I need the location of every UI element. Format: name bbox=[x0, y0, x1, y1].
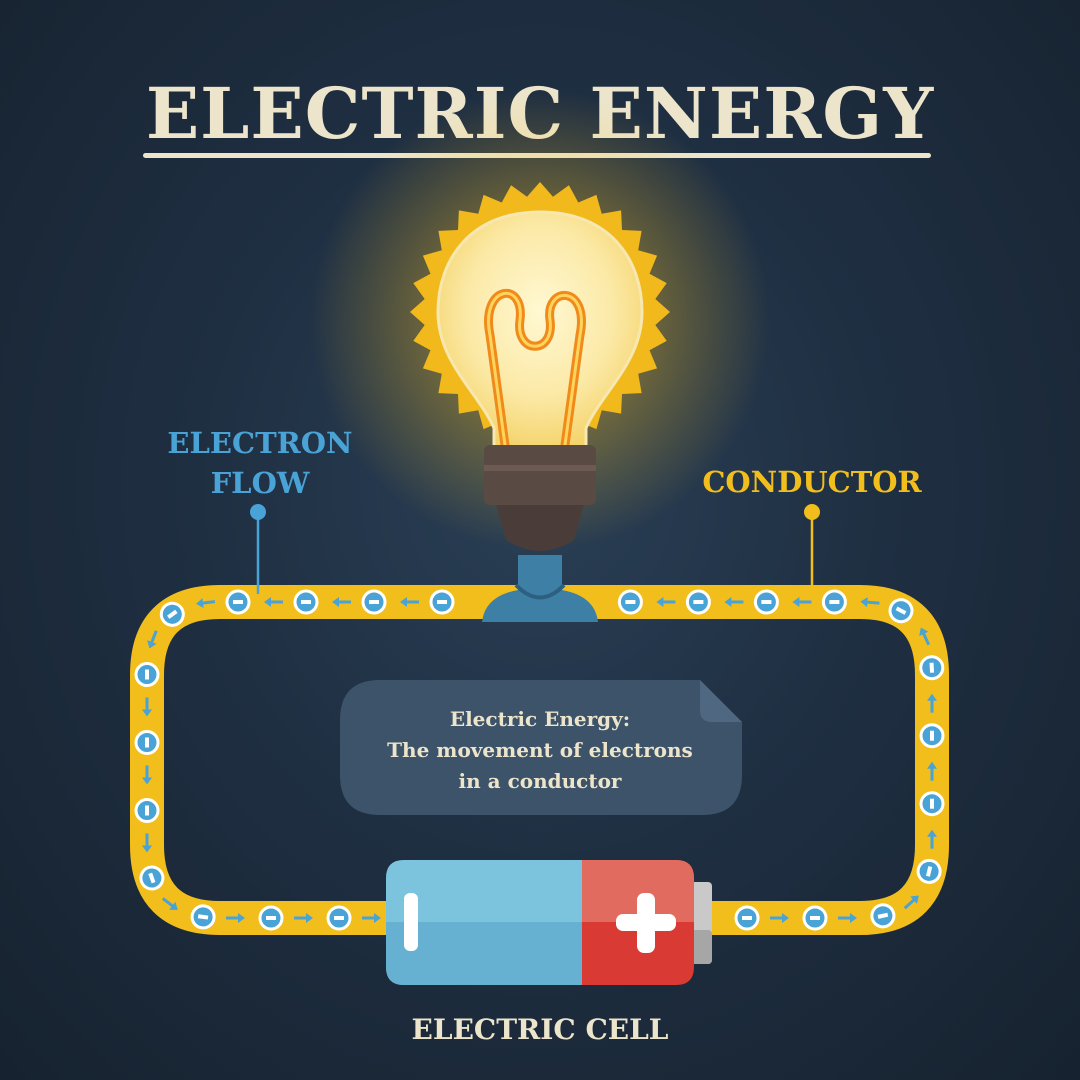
electron-minus-icon bbox=[802, 905, 828, 931]
electron-minus-icon bbox=[429, 589, 455, 615]
note-line-2: The movement of electrons bbox=[387, 738, 693, 762]
flow-arrow-icon bbox=[927, 693, 937, 713]
light-bulb-icon bbox=[410, 182, 670, 622]
flow-arrow-icon bbox=[142, 765, 152, 785]
electron-minus-icon bbox=[139, 865, 165, 891]
conductor-label: CONDUCTOR bbox=[702, 465, 922, 499]
flow-arrow-icon bbox=[264, 597, 283, 607]
note-line-1: Electric Energy: bbox=[449, 707, 631, 731]
electron-minus-icon bbox=[888, 598, 914, 624]
electron-minus-icon bbox=[919, 655, 945, 681]
electron-flow-label-line2: FLOW bbox=[210, 466, 310, 500]
electron-flow-group bbox=[134, 589, 945, 931]
flow-arrow-icon bbox=[770, 913, 789, 923]
flow-arrow-icon bbox=[724, 597, 744, 607]
electron-minus-icon bbox=[293, 589, 319, 615]
note-card bbox=[340, 680, 742, 815]
flow-arrow-icon bbox=[142, 697, 152, 717]
electron-flow-label-line1: ELECTRON bbox=[167, 426, 353, 460]
note-line-3: in a conductor bbox=[458, 769, 622, 793]
flow-arrow-icon bbox=[860, 597, 880, 608]
battery-minus-sign bbox=[404, 893, 418, 951]
flow-arrow-icon bbox=[919, 627, 931, 646]
conductor-pointer bbox=[804, 504, 820, 594]
electron-minus-icon bbox=[134, 662, 160, 687]
electron-minus-icon bbox=[190, 904, 216, 930]
flow-arrow-icon bbox=[400, 597, 419, 607]
flow-arrow-icon bbox=[147, 630, 158, 649]
flow-arrow-icon bbox=[332, 597, 351, 607]
flow-arrow-icon bbox=[362, 913, 381, 923]
flow-arrow-icon bbox=[226, 913, 245, 923]
electron-minus-icon bbox=[134, 798, 160, 823]
flow-arrow-icon bbox=[838, 913, 857, 923]
electron-minus-icon bbox=[685, 589, 711, 615]
electron-minus-icon bbox=[225, 589, 251, 615]
electric-cell-label: ELECTRIC CELL bbox=[411, 1013, 669, 1046]
flow-arrow-icon bbox=[142, 833, 152, 853]
electron-minus-icon bbox=[134, 730, 160, 755]
electron-minus-icon bbox=[753, 589, 779, 615]
electron-minus-icon bbox=[919, 723, 945, 749]
electron-flow-pointer bbox=[250, 504, 266, 594]
electron-minus-icon bbox=[326, 905, 352, 931]
flow-arrow-icon bbox=[903, 895, 919, 910]
note-text: Electric Energy: The movement of electro… bbox=[345, 704, 735, 797]
electron-minus-icon bbox=[821, 589, 847, 615]
electron-minus-icon bbox=[361, 589, 387, 615]
flow-arrow-icon bbox=[656, 597, 676, 607]
flow-arrow-icon bbox=[927, 761, 937, 781]
flow-arrow-icon bbox=[927, 829, 937, 849]
flow-arrow-icon bbox=[161, 897, 178, 911]
electron-flow-label: ELECTRON FLOW bbox=[140, 423, 380, 503]
flow-arrow-icon bbox=[294, 913, 313, 923]
battery-plus-sign bbox=[616, 893, 676, 953]
electron-minus-icon bbox=[916, 858, 942, 884]
flow-arrow-icon bbox=[792, 597, 812, 607]
electron-minus-icon bbox=[919, 791, 945, 817]
flow-arrow-icon bbox=[196, 598, 216, 609]
battery-icon bbox=[386, 860, 712, 985]
electron-minus-icon bbox=[159, 601, 185, 627]
electron-minus-icon bbox=[617, 589, 643, 615]
electron-minus-icon bbox=[258, 905, 284, 931]
electron-minus-icon bbox=[870, 903, 896, 929]
electron-minus-icon bbox=[734, 905, 760, 931]
